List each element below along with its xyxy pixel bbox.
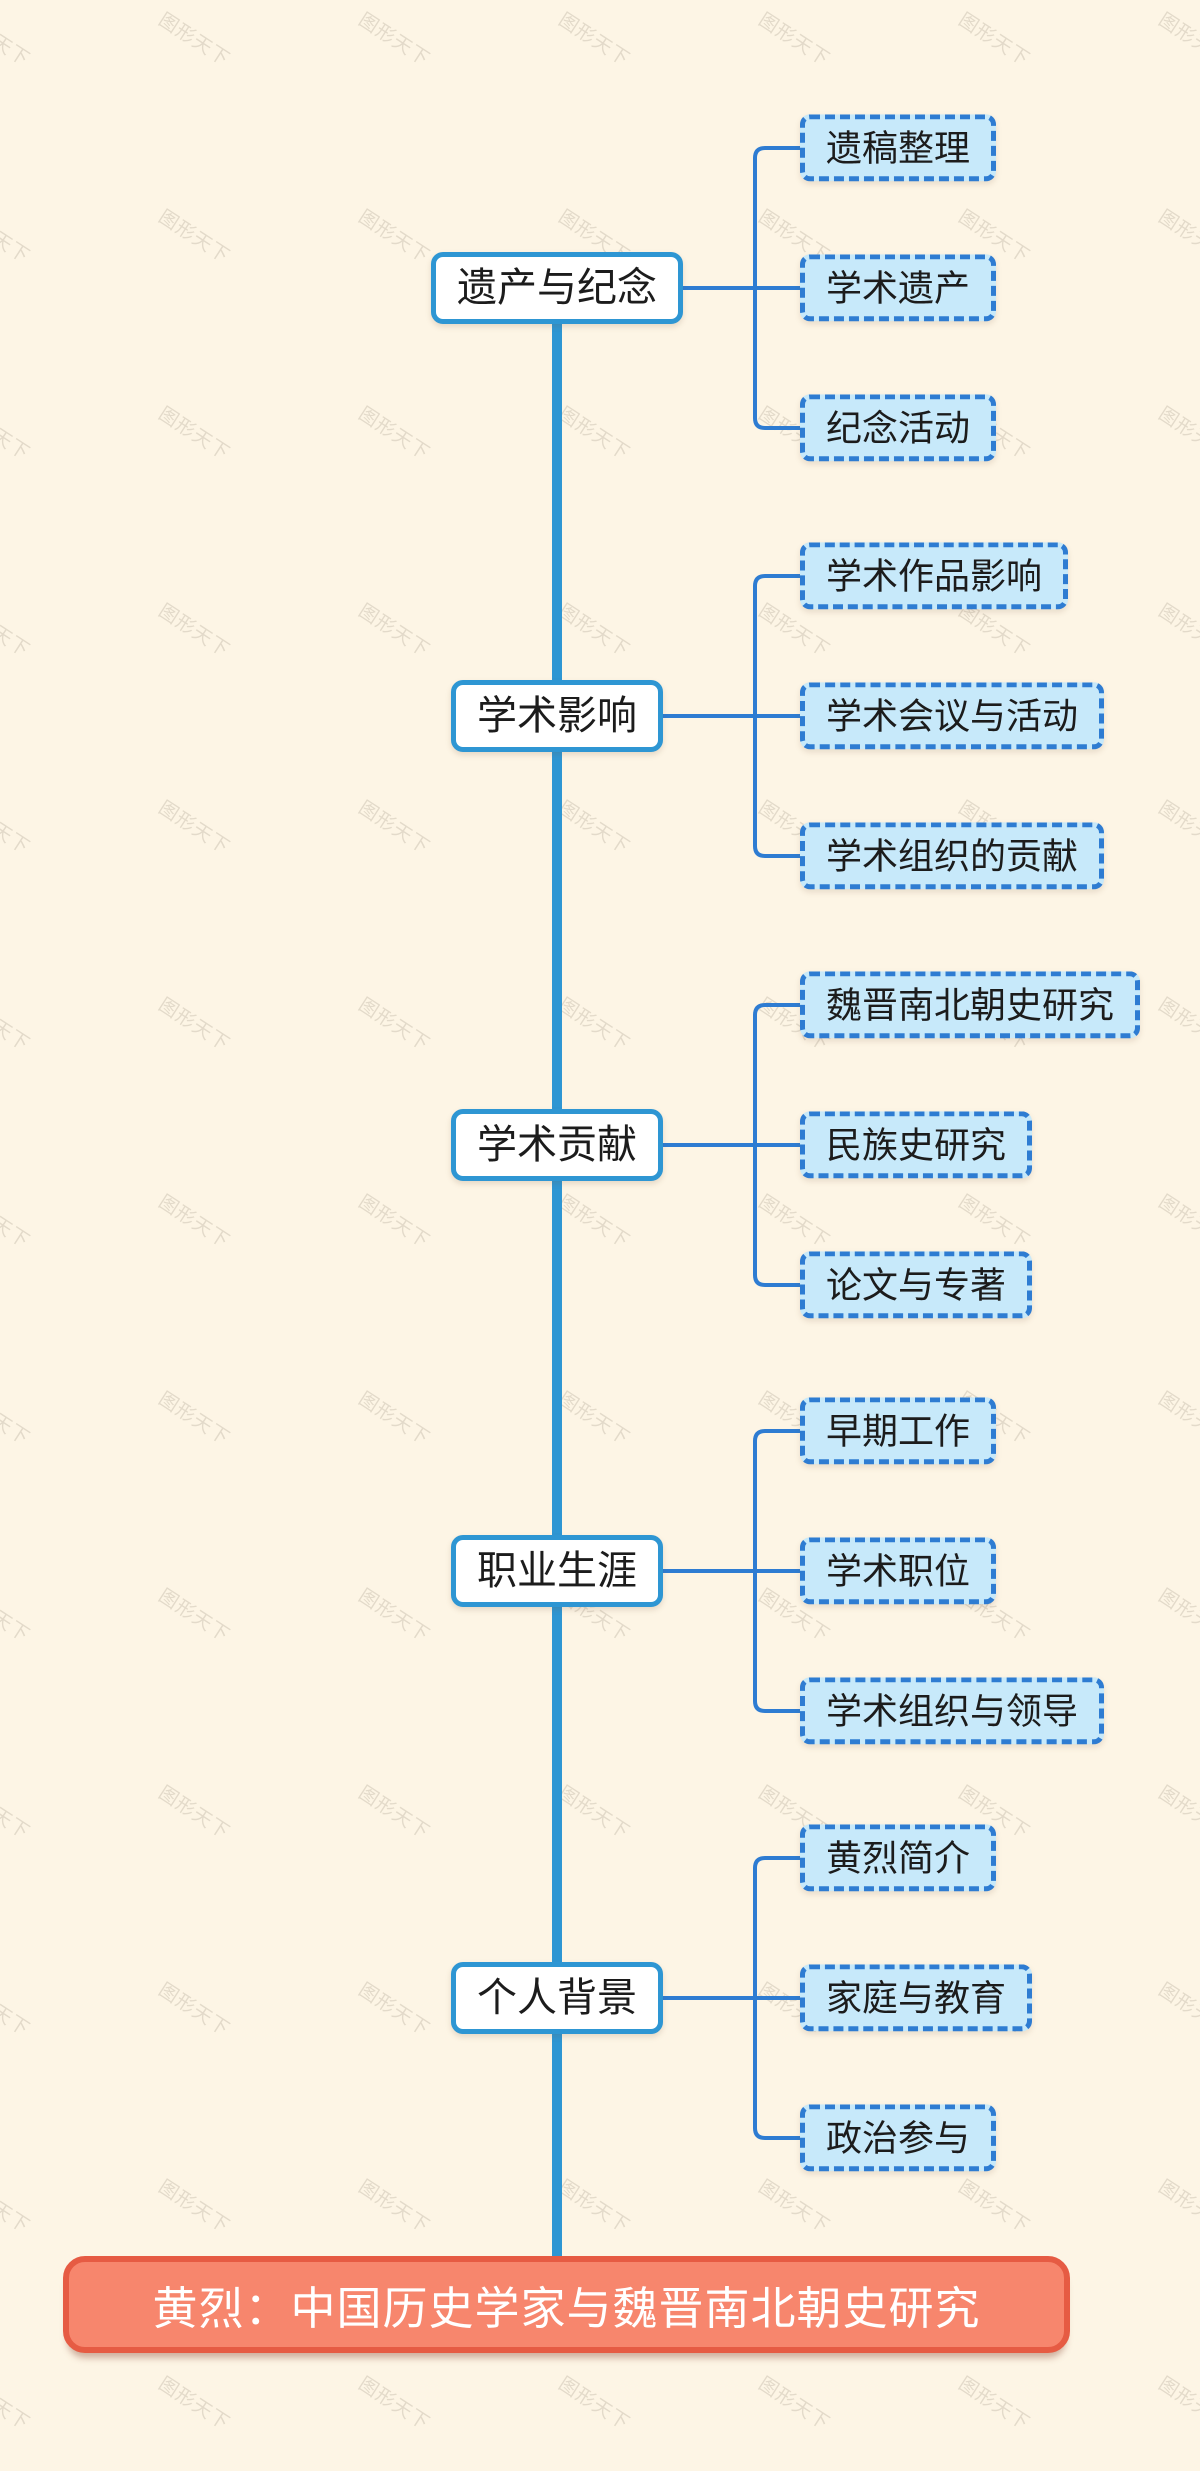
root-topic-label: 黄烈：中国历史学家与魏晋南北朝史研究 (152, 2283, 981, 2334)
child-node[interactable]: 学术职位 (800, 1537, 997, 1605)
child-node[interactable]: 魏晋南北朝史研究 (800, 971, 1141, 1039)
branch-connector (681, 146, 808, 430)
branch-connector (661, 1856, 808, 2140)
child-node[interactable]: 早期工作 (800, 1397, 997, 1465)
child-node[interactable]: 论文与专著 (800, 1251, 1033, 1319)
child-node[interactable]: 学术组织与领导 (800, 1677, 1105, 1745)
child-node[interactable]: 遗稿整理 (800, 114, 997, 182)
child-node[interactable]: 学术作品影响 (800, 542, 1069, 610)
root-topic-node[interactable]: 黄烈：中国历史学家与魏晋南北朝史研究 (63, 2256, 1070, 2353)
child-node[interactable]: 家庭与教育 (800, 1964, 1033, 2032)
branch-connector (661, 1429, 808, 1713)
child-node[interactable]: 学术会议与活动 (800, 682, 1105, 750)
child-node[interactable]: 学术组织的贡献 (800, 822, 1105, 890)
branch-node[interactable]: 个人背景 (451, 1962, 663, 2034)
trunk-line (552, 288, 562, 2262)
branch-node[interactable]: 职业生涯 (451, 1535, 663, 1607)
child-node[interactable]: 政治参与 (800, 2104, 997, 2172)
child-node[interactable]: 黄烈简介 (800, 1824, 997, 1892)
branch-node[interactable]: 学术贡献 (451, 1109, 663, 1181)
child-node[interactable]: 民族史研究 (800, 1111, 1033, 1179)
branch-connector (661, 574, 808, 858)
branch-node[interactable]: 学术影响 (451, 680, 663, 752)
branch-connector (661, 1003, 808, 1287)
branch-node[interactable]: 遗产与纪念 (431, 252, 683, 324)
child-node[interactable]: 纪念活动 (800, 394, 997, 462)
child-node[interactable]: 学术遗产 (800, 254, 997, 322)
